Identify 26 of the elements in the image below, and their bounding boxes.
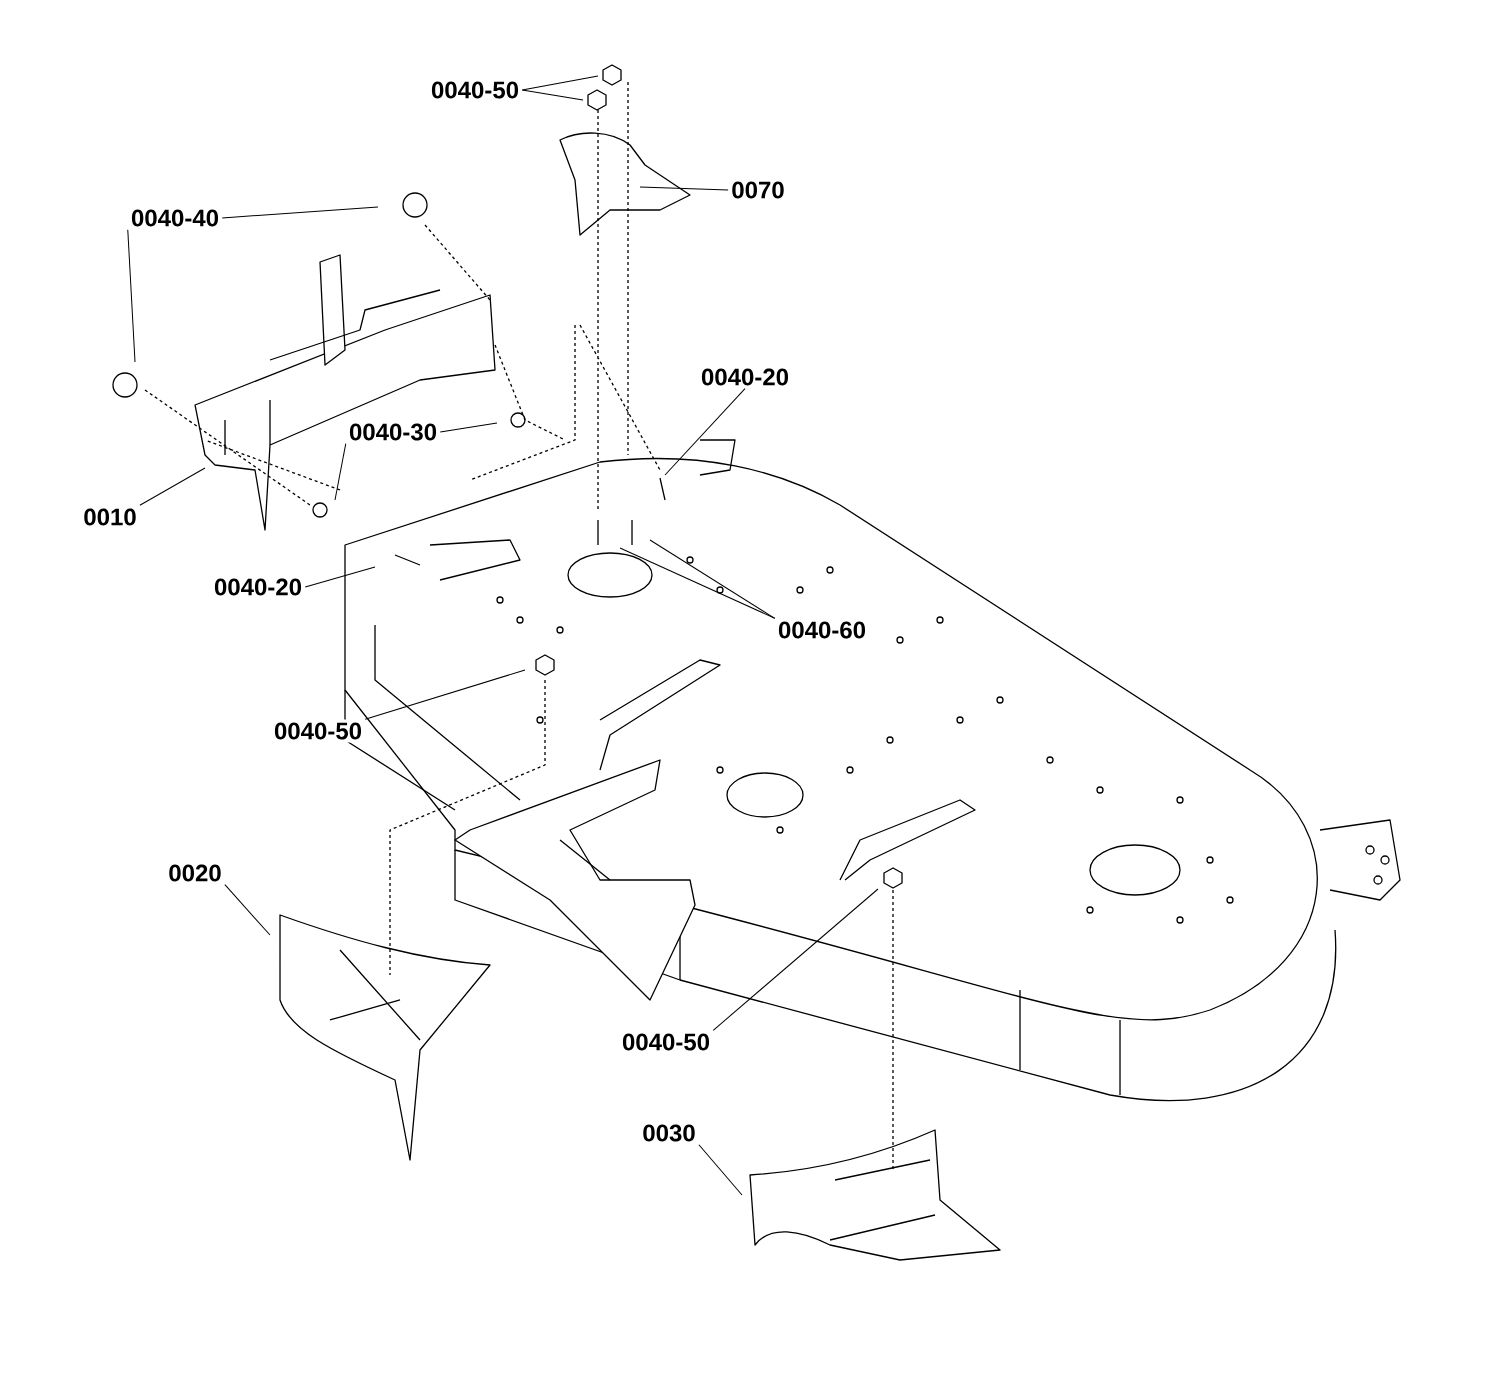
callout-number: 0040-20 <box>697 365 793 389</box>
leader-line <box>639 186 729 191</box>
leader-line <box>521 89 584 101</box>
callout-number: 0030 <box>639 1121 699 1145</box>
leader-line <box>364 669 526 720</box>
leader-line <box>334 443 347 501</box>
callout-number: 0070 <box>728 178 788 202</box>
leader-line <box>221 206 379 219</box>
callout-number: 0010 <box>80 505 140 529</box>
callout-number: 0020 <box>165 861 225 885</box>
callout-number: 0040-20 <box>210 575 306 599</box>
callout-number: 0040-50 <box>427 78 523 102</box>
callout-number: 0040-40 <box>127 206 223 230</box>
leader-line <box>439 422 498 433</box>
callout-number: 0040-50 <box>270 719 366 743</box>
leader-line <box>649 539 776 619</box>
leader-line <box>304 566 376 588</box>
leader-line <box>521 75 599 91</box>
leader-line <box>224 884 271 936</box>
leader-line <box>712 888 879 1031</box>
callout-number: 0040-30 <box>345 420 441 444</box>
leader-line <box>698 1144 743 1196</box>
callout-number: 0040-50 <box>618 1030 714 1054</box>
leader-line <box>127 229 136 363</box>
leader-line <box>139 467 206 506</box>
leader-line <box>664 388 746 476</box>
